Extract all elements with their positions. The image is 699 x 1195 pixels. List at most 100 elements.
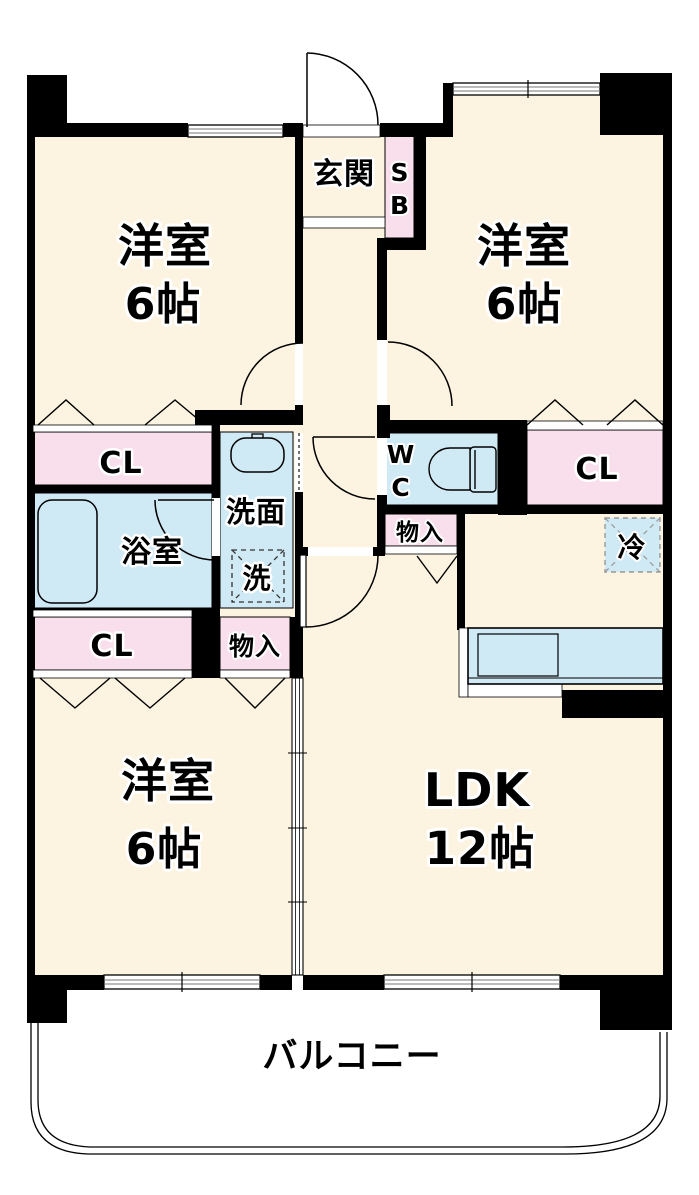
- wedge-down-1: [39, 677, 111, 709]
- storage-bottom-left-area: [219, 616, 291, 671]
- room-tr-size: 6帖: [486, 279, 563, 330]
- wedge-down-2: [114, 677, 186, 709]
- wall-room-tr-bottom: [377, 420, 527, 433]
- room-tl-name: 洋室: [118, 219, 212, 273]
- fixtures: [30, 433, 668, 1155]
- wedge-down-3: [224, 677, 286, 709]
- wedge-up-4: [606, 399, 664, 426]
- closet-right-label: CL: [575, 452, 618, 487]
- room-tl-size: 6帖: [125, 279, 202, 330]
- room-bl-size: 6帖: [126, 824, 203, 875]
- room-tl-door-swing: [240, 342, 304, 406]
- wall-bottom-d: [560, 975, 663, 990]
- wall-left: [27, 135, 35, 990]
- room-tl-door: [240, 342, 304, 406]
- toilet-icon: [428, 446, 497, 493]
- storage-right-label: 物入: [396, 519, 444, 546]
- wall-wc-left-lower: [377, 495, 387, 514]
- wall-corridor-left-upper: [295, 137, 303, 343]
- wall-bottom-a: [35, 975, 104, 990]
- wall-right: [663, 135, 672, 990]
- wall-kitchen-stub: [562, 690, 663, 718]
- kitchen-side-strip: [458, 627, 469, 698]
- wedge-up-3: [526, 399, 584, 426]
- window-top-right: [452, 80, 601, 98]
- closet-bl-front-top: [32, 609, 193, 618]
- wall-bath-washroom-lower: [212, 556, 220, 617]
- room-tr-door-swing: [387, 341, 453, 407]
- room-tr-name: 洋室: [477, 219, 571, 273]
- wall-washroom-right-lower: [295, 492, 303, 617]
- closet-wedges: [37, 399, 664, 709]
- balcony-rail: [30, 1023, 668, 1155]
- wedge-down-4: [416, 555, 458, 585]
- hall-ldk-door-leaf: [299, 554, 307, 628]
- kitchen-sink: [477, 633, 559, 677]
- wall-top-c: [380, 123, 443, 137]
- wall-shoebox-right: [414, 135, 426, 250]
- top-right-window-recess-floor: [452, 95, 600, 137]
- entrance-step: [302, 216, 386, 229]
- washbasin-icon: [230, 433, 285, 473]
- strips: [32, 124, 664, 698]
- wall-bath-top: [33, 485, 212, 493]
- sliding-partition: [288, 677, 307, 976]
- window-bottom-left: [103, 972, 261, 992]
- window-top-left: [187, 124, 284, 138]
- storage-right-front: [384, 545, 458, 555]
- hall-ldk-door-swing: [305, 554, 379, 628]
- room-bl-name: 洋室: [121, 754, 215, 808]
- wall-top-a: [35, 123, 188, 137]
- wedge-up-1: [37, 399, 95, 426]
- wall-room-tl-bottom: [195, 410, 303, 425]
- bath-label: 浴室: [121, 535, 183, 570]
- closet-tl-label: CL: [99, 446, 142, 481]
- hall-ldk-door: [299, 547, 379, 628]
- closet-right-front: [526, 420, 664, 431]
- shoebox-label-b: B: [390, 191, 410, 220]
- storage-bl-front: [219, 669, 291, 679]
- wc-door: [312, 436, 387, 500]
- wall-wc-closet-column: [498, 425, 527, 515]
- closet-bl-front-bottom: [32, 669, 193, 679]
- closet-tl-front: [32, 424, 213, 433]
- labels: 玄関 S B 洋室 6帖 洋室 6帖 CL CL 洗面 洗 W C 物入 冷 浴…: [88, 155, 648, 1080]
- wall-hall-door-post-right: [373, 547, 385, 556]
- entrance-door: [306, 52, 379, 127]
- wall-bottom-b: [260, 975, 292, 990]
- closet-bl-label: CL: [90, 629, 133, 664]
- storage-bl-label: 物入: [229, 632, 281, 661]
- bath-door-swing: [154, 499, 216, 561]
- washing-machine-icon: [231, 549, 285, 603]
- wall-bath-washroom-upper: [212, 425, 220, 498]
- washroom-door: [295, 433, 303, 492]
- storage-right-area: [384, 513, 458, 547]
- shoebox-label-s: S: [390, 158, 409, 187]
- wall-hall-door-post-left: [303, 547, 308, 556]
- entrance-door-sill: [302, 124, 381, 138]
- wall-block-bottom-right: [600, 985, 672, 1030]
- wall-mid-row: [377, 505, 663, 514]
- bath-door: [154, 498, 220, 561]
- doors: [154, 52, 453, 628]
- fridge-icon: [604, 517, 661, 573]
- ldk-size: 12帖: [425, 822, 536, 875]
- wall-top-b: [283, 123, 303, 137]
- window-bottom-ldk: [383, 972, 561, 992]
- windows: [103, 80, 601, 992]
- entrance-label: 玄関: [313, 157, 375, 192]
- kitchen-counter: [467, 627, 664, 685]
- wall-bottom-c: [303, 975, 384, 990]
- wc-label-c: C: [391, 473, 410, 502]
- wall-corridor-right-upper: [377, 250, 387, 340]
- wall-kitchen-divider: [457, 514, 465, 630]
- balcony-label: バルコニー: [262, 1037, 441, 1077]
- kitchen-front-gap: [467, 683, 563, 698]
- wc-door-swing: [312, 436, 376, 500]
- wall-closet-bl-right-chunk: [192, 617, 220, 678]
- wall-shoebox-bottom: [377, 238, 426, 250]
- wall-storage-right-left: [377, 514, 385, 556]
- wedge-up-2: [144, 399, 206, 426]
